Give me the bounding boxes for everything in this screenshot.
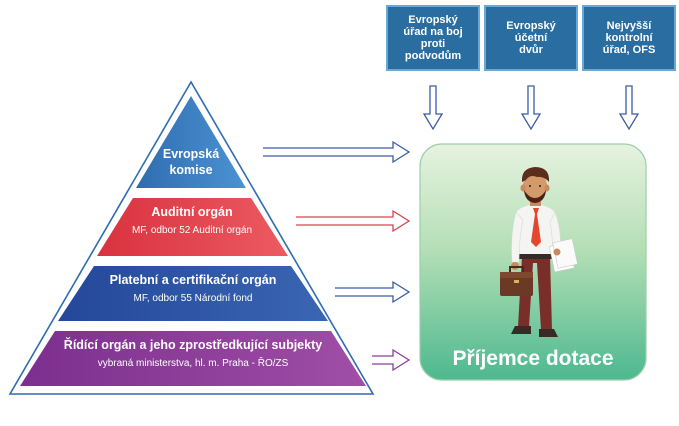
tier-commission-text: Evropská komise (140, 146, 242, 178)
tier-managing (20, 331, 366, 386)
tier-title: Auditní orgán (151, 205, 233, 219)
authority-label: Nejvyšší kontrolní úřad, OFS (602, 20, 656, 56)
tier-title: Řídící orgán a jeho zprostředkující subj… (63, 338, 323, 352)
tier-title: Evropská komise (162, 147, 220, 177)
right-arrow-icon (296, 209, 411, 233)
tier-subtitle: vybraná ministerstva, hl. m. Praha - ŘO/… (97, 358, 289, 369)
tier-payment (58, 266, 328, 321)
recipient-label: Příjemce dotace (452, 347, 614, 370)
authority-box-eca: Evropský účetní dvůr (484, 5, 578, 71)
authority-label: Evropský účetní dvůr (506, 20, 556, 56)
tier-title: Platební a certifikační orgán (109, 273, 277, 287)
tier-commission (136, 96, 246, 188)
tier-managing-text: Řídící orgán a jeho zprostředkující subj… (24, 337, 362, 371)
right-arrow-icon (335, 280, 411, 304)
tier-subtitle: MF, odbor 52 Auditní orgán (131, 225, 253, 236)
down-arrow-icon (520, 85, 542, 131)
tier-audit (97, 198, 288, 256)
authority-label: Evropský úřad na boj proti podvodům (403, 14, 463, 62)
tier-subtitle: MF, odbor 55 Národní fond (133, 293, 253, 304)
down-arrow-icon (422, 85, 444, 131)
tier-payment-text: Platební a certifikační orgán MF, odbor … (62, 272, 324, 306)
tier-audit-text: Auditní orgán MF, odbor 52 Auditní orgán (100, 204, 284, 238)
right-arrow-icon (372, 348, 411, 372)
authority-box-nku: Nejvyšší kontrolní úřad, OFS (582, 5, 676, 71)
right-arrow-icon (263, 140, 411, 164)
authority-box-olaf: Evropský úřad na boj proti podvodům (386, 5, 480, 71)
down-arrow-icon (618, 85, 640, 131)
businessman-illustration (500, 167, 578, 337)
